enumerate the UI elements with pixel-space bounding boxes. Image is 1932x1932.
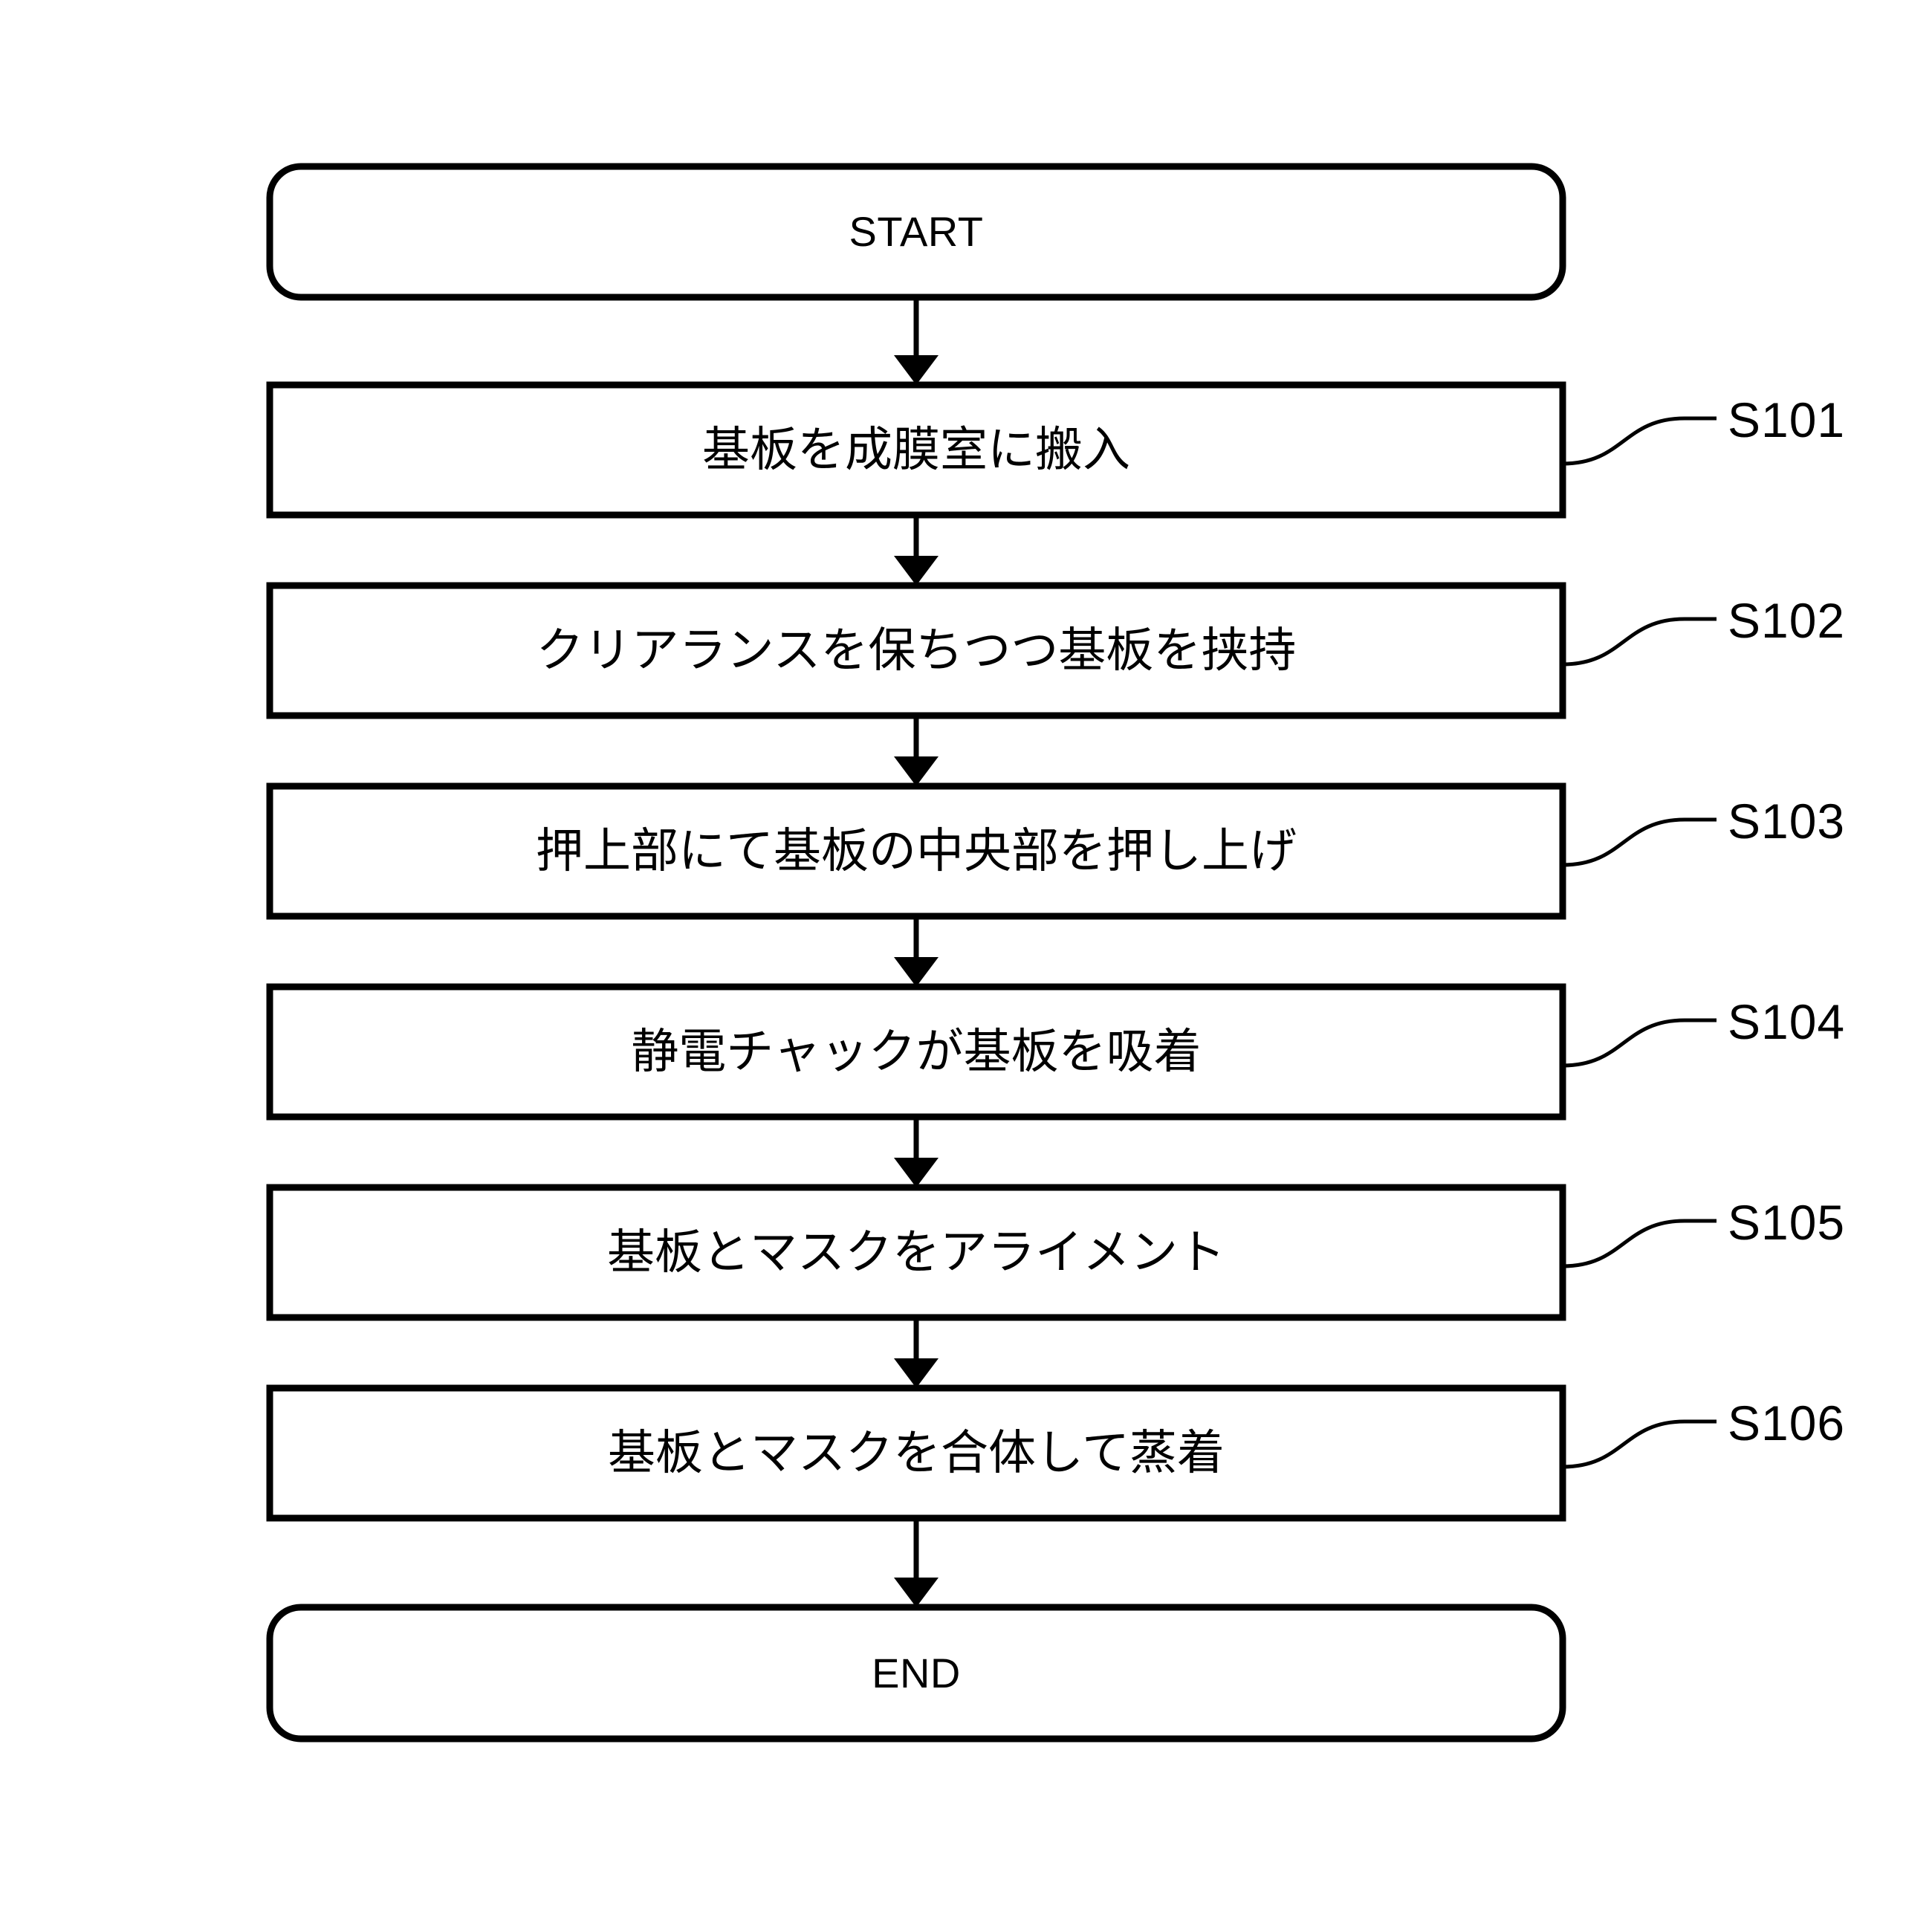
connector-s103-to-s104 <box>894 916 939 987</box>
leader-line-s103 <box>1562 817 1685 867</box>
leader-line-s104 <box>1562 1018 1685 1068</box>
process-box-s105 <box>266 1184 1566 1321</box>
start-terminator-label: START <box>849 208 984 256</box>
step-tag-s101: S101 <box>1728 392 1846 447</box>
step-tag-s102: S102 <box>1728 593 1846 648</box>
connector-s106-to-end <box>894 1518 939 1607</box>
leader-line-s101 <box>1562 416 1685 466</box>
step-tag-s105: S105 <box>1728 1195 1846 1250</box>
process-label-s104: 静電チャックが基板を吸着 <box>631 1025 1202 1079</box>
process-label-s105: 基板とマスクをアライメント <box>607 1225 1225 1280</box>
process-label-s106: 基板とマスクを合体して蒸着 <box>607 1426 1225 1480</box>
process-label-s102: クリアランスを保ちつつ基板を挟持 <box>536 623 1297 678</box>
connector-s102-to-s103 <box>894 716 939 786</box>
connector-s101-to-s102 <box>894 515 939 586</box>
step-tag-s103: S103 <box>1728 794 1846 849</box>
connector-s105-to-s106 <box>894 1317 939 1388</box>
connector-s104-to-s105 <box>894 1117 939 1187</box>
process-box-s104 <box>266 983 1566 1121</box>
process-box-s101 <box>266 381 1566 519</box>
leader-line-s105 <box>1562 1219 1685 1268</box>
end-terminator-label: END <box>872 1649 961 1696</box>
connector-start-to-s101 <box>894 297 939 385</box>
process-box-s106 <box>266 1384 1566 1522</box>
leader-line-s106 <box>1562 1419 1685 1469</box>
process-label-s101: 基板を成膜室に搬入 <box>702 423 1130 477</box>
leader-line-s102 <box>1562 617 1685 667</box>
process-label-s103: 押上部にて基板の中央部を押し上げ <box>536 824 1297 878</box>
step-tag-s104: S104 <box>1728 994 1846 1049</box>
step-tag-s106: S106 <box>1728 1395 1846 1450</box>
end-terminator-shape <box>266 1604 1566 1743</box>
process-box-s103 <box>266 782 1566 920</box>
